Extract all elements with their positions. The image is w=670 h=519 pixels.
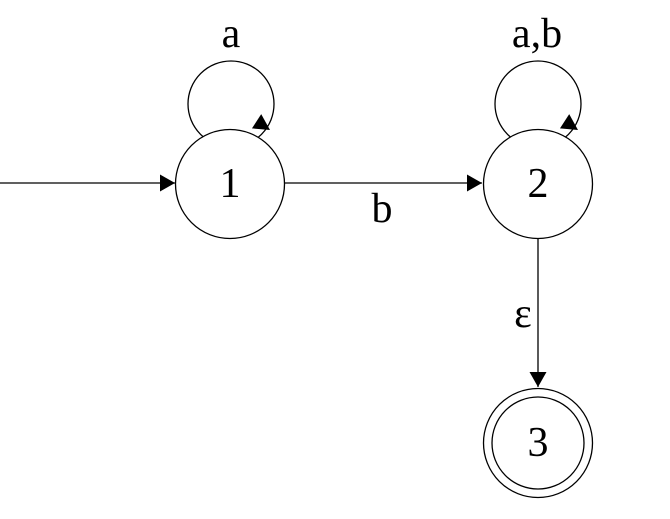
transition-1-2-label: b bbox=[372, 186, 393, 232]
state-2-label: 2 bbox=[528, 161, 549, 207]
self-loop-state1-label: a bbox=[222, 11, 241, 57]
state-1-circle bbox=[174, 128, 286, 240]
self-loop-state1-arrowhead bbox=[251, 114, 270, 130]
state-3-label: 3 bbox=[528, 420, 549, 466]
transition-2-3-label: ε bbox=[514, 291, 532, 337]
state-2-circle bbox=[482, 128, 594, 240]
state-1-label: 1 bbox=[220, 161, 241, 207]
state-3-inner-circle bbox=[491, 396, 585, 490]
self-loop-state2-label: a,b bbox=[512, 11, 562, 57]
self-loop-state2-arrowhead bbox=[559, 114, 578, 130]
